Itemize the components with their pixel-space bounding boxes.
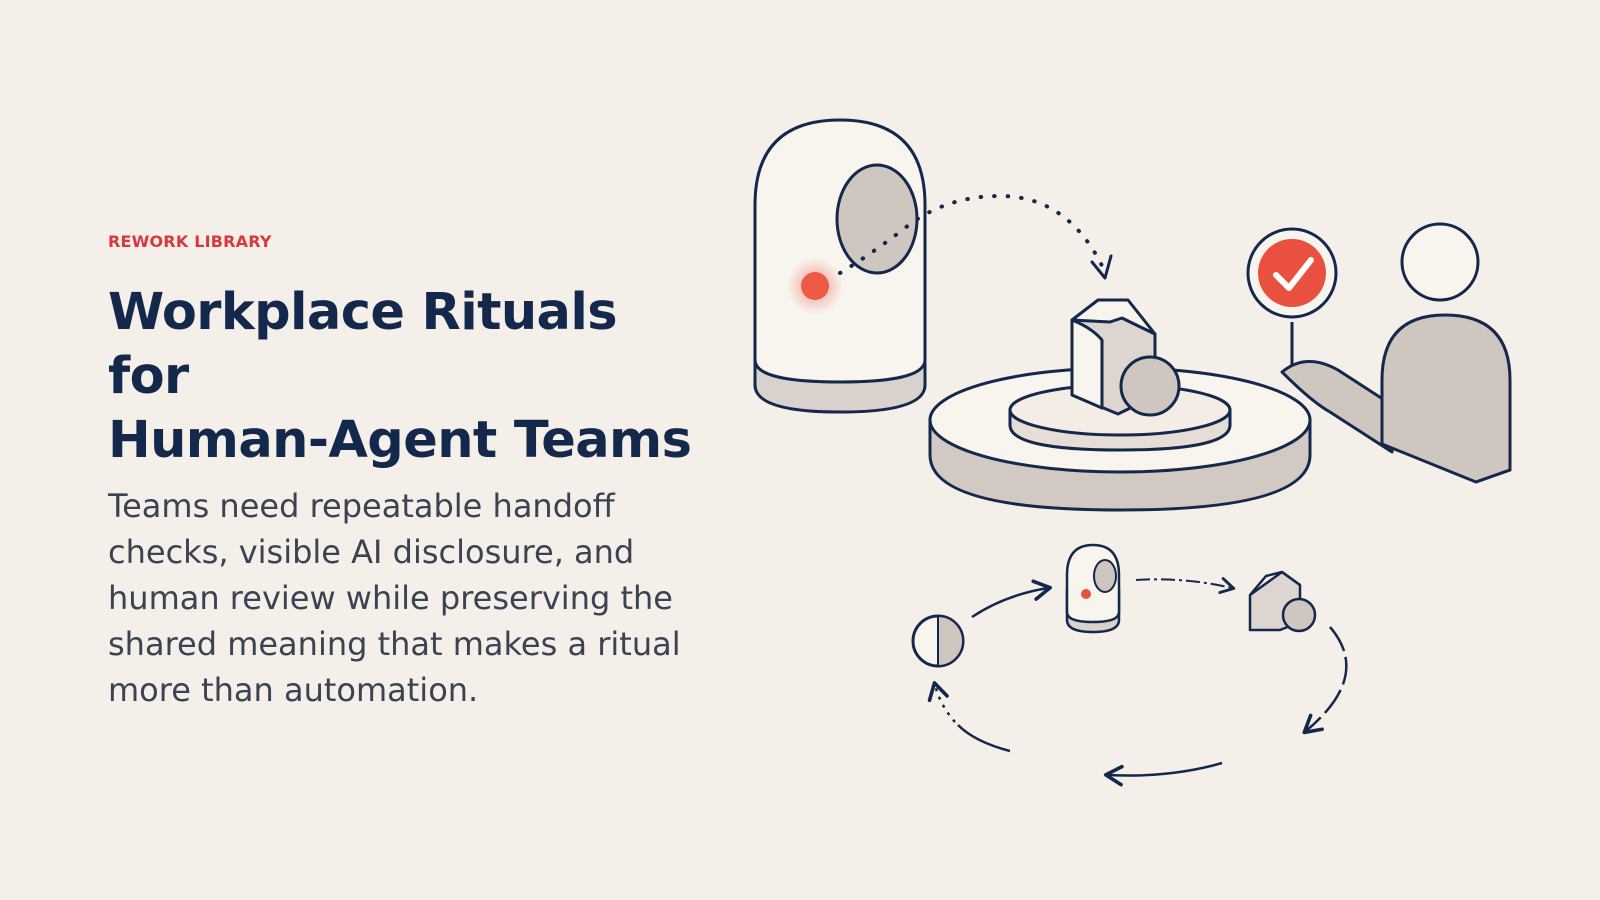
cycle-reviewer-node	[911, 614, 965, 668]
ritual-illustration	[753, 118, 1512, 787]
eyebrow-label: REWORK LIBRARY	[108, 232, 272, 251]
agent-device-icon	[753, 118, 927, 414]
hero-text: REWORK LIBRARY Workplace Rituals for Hum…	[108, 232, 708, 713]
handoff-dotted-path	[838, 193, 1107, 275]
handoff-arrow-icon	[1090, 254, 1113, 280]
page-description: Teams need repeatable handoff checks, vi…	[108, 487, 681, 709]
approval-checkmark-icon	[1246, 227, 1338, 368]
handoff-object-icon	[1070, 298, 1181, 417]
ritual-cycle-icon	[911, 543, 1348, 787]
page-title: Workplace Rituals for Human-Agent Teams	[108, 283, 692, 470]
cycle-object-node	[1248, 570, 1317, 633]
cycle-agent-node	[1065, 543, 1121, 634]
human-reviewer-icon	[1280, 222, 1512, 484]
handoff-platform	[928, 366, 1312, 512]
